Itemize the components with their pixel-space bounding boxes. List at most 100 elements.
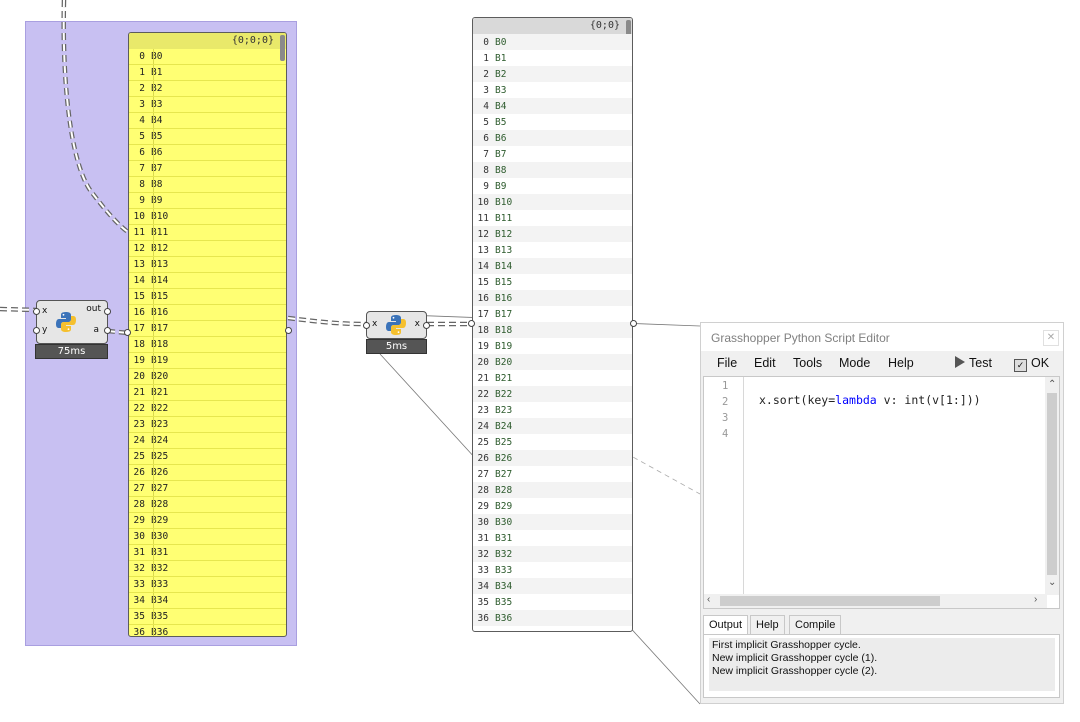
row-index: 13	[133, 259, 145, 270]
row-index: 14	[133, 275, 145, 286]
ok-button[interactable]: ✓OK	[1014, 356, 1049, 372]
panel-scrollbar[interactable]	[280, 35, 285, 61]
scroll-left-icon[interactable]: ‹	[707, 594, 711, 605]
row-index: 17	[133, 323, 145, 334]
row-index: 21	[133, 387, 145, 398]
tab-output[interactable]: Output	[703, 615, 749, 635]
python-component-right[interactable]: x x	[363, 311, 430, 339]
vertical-scrollbar[interactable]: ⌃ ⌄	[1045, 377, 1059, 595]
row-value: B35	[151, 611, 169, 622]
row-value: B3	[495, 84, 507, 96]
input-grip-x[interactable]	[363, 322, 370, 329]
menu-help[interactable]: Help	[888, 356, 914, 370]
row-value: B10	[151, 211, 169, 222]
scrollbar-thumb[interactable]	[1047, 393, 1057, 575]
horizontal-scrollbar[interactable]: ‹ ›	[704, 594, 1047, 608]
scrollbar-thumb[interactable]	[720, 596, 940, 606]
row-index: 8	[483, 164, 489, 176]
panel-scrollbar[interactable]	[626, 20, 631, 46]
row-index: 19	[133, 355, 145, 366]
close-icon[interactable]: ✕	[1043, 330, 1059, 346]
row-value: B6	[495, 132, 507, 144]
tab-compile[interactable]: Compile	[789, 615, 842, 635]
output-x-label[interactable]: x	[414, 319, 420, 329]
output-panel[interactable]: First implicit Grasshopper cycle. New im…	[703, 634, 1060, 698]
row-index: 12	[133, 243, 145, 254]
row-value: B34	[151, 595, 169, 606]
menu-mode[interactable]: Mode	[839, 356, 871, 370]
tab-help[interactable]: Help	[750, 615, 785, 635]
menu-file[interactable]: File	[717, 356, 738, 370]
input-y-label[interactable]: y	[42, 325, 48, 335]
test-button[interactable]: Test	[955, 356, 992, 370]
python-script-editor[interactable]: Grasshopper Python Script Editor ✕ File …	[700, 322, 1064, 704]
row-value: B31	[151, 547, 169, 558]
timer-badge-left: 75ms	[35, 344, 108, 359]
input-x-label[interactable]: x	[372, 319, 378, 329]
output-grip-x[interactable]	[423, 322, 430, 329]
row-index: 6	[139, 147, 145, 158]
row-index: 7	[139, 163, 145, 174]
row-value: B7	[495, 148, 507, 160]
menu-edit[interactable]: Edit	[754, 356, 776, 370]
panel-left-input-grip[interactable]	[124, 329, 131, 336]
row-value: B36	[151, 627, 169, 637]
row-value: B33	[495, 564, 513, 576]
output-grip-a[interactable]	[104, 327, 111, 334]
row-value: B28	[495, 484, 513, 496]
scroll-up-icon[interactable]: ⌃	[1048, 379, 1057, 390]
code-line-2[interactable]: x.sort(key=lambda v: int(v[1:]))	[759, 393, 981, 407]
scroll-down-icon[interactable]: ⌄	[1048, 577, 1057, 588]
row-index: 35	[133, 611, 145, 622]
scroll-right-icon[interactable]: ›	[1034, 594, 1038, 605]
input-x-label[interactable]: x	[42, 306, 48, 316]
panel-row: 17 B17	[129, 321, 286, 337]
row-index: 1	[483, 52, 489, 64]
row-index: 28	[133, 499, 145, 510]
panel-left-output-grip[interactable]	[285, 327, 292, 334]
row-value: B12	[495, 228, 513, 240]
output-out-label[interactable]: out	[86, 304, 101, 314]
panel-right-input-grip[interactable]	[468, 320, 475, 327]
row-value: B24	[151, 435, 169, 446]
row-index: 1	[139, 67, 145, 78]
row-index: 21	[477, 372, 489, 384]
input-grip-x[interactable]	[33, 308, 40, 315]
panel-right-output-grip[interactable]	[630, 320, 637, 327]
row-index: 18	[477, 324, 489, 336]
row-value: B5	[151, 131, 163, 142]
input-grip-y[interactable]	[33, 327, 40, 334]
code-editor[interactable]: 1 2 3 4 x.sort(key=lambda v: int(v[1:]))…	[703, 376, 1060, 609]
wire-mid-inner	[287, 317, 367, 325]
row-index: 0	[139, 51, 145, 62]
python-component-left[interactable]: x y out a	[33, 300, 111, 344]
row-value: B16	[495, 292, 513, 304]
row-index: 0	[483, 36, 489, 48]
row-value: B4	[151, 115, 163, 126]
row-index: 31	[477, 532, 489, 544]
output-a-label[interactable]: a	[93, 325, 99, 335]
output-grip-out[interactable]	[104, 308, 111, 315]
row-index: 30	[477, 516, 489, 528]
row-value: B17	[151, 323, 169, 334]
row-index: 17	[477, 308, 489, 320]
menu-tools[interactable]: Tools	[793, 356, 823, 370]
row-value: B10	[495, 196, 513, 208]
row-value: B36	[495, 612, 513, 624]
editor-title-bar[interactable]: Grasshopper Python Script Editor ✕	[701, 323, 1063, 351]
